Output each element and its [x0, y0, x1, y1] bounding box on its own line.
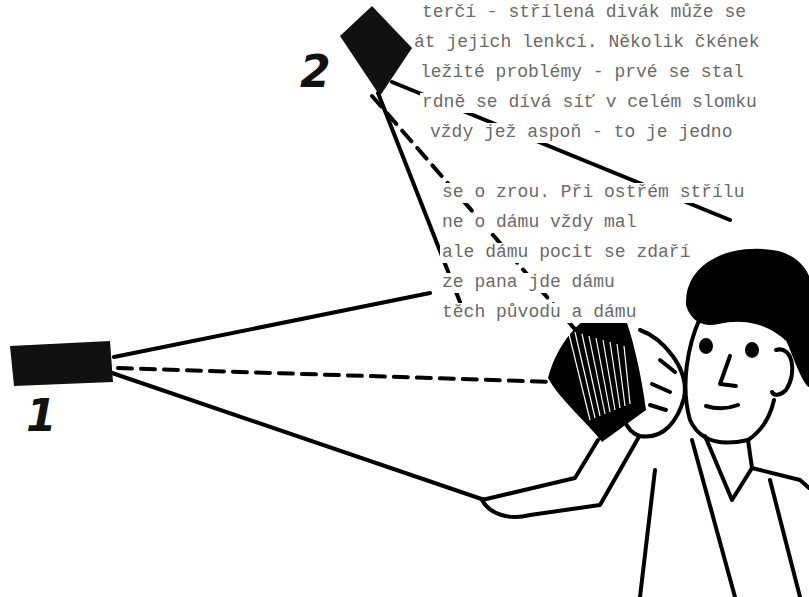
callout-number: 2 — [300, 48, 331, 96]
page-text: át jejich lenkcí. Několik čkének — [412, 33, 762, 53]
suit-line — [770, 480, 800, 597]
nose — [720, 356, 736, 386]
hatch-stroke — [603, 340, 615, 410]
page-text: těch původu a dámu — [440, 303, 638, 323]
neck — [748, 440, 809, 488]
hatch-stroke — [617, 344, 625, 406]
sight-line — [118, 368, 585, 383]
projector-box — [340, 6, 412, 96]
page-text: terčí - střílená divák může se — [420, 3, 748, 23]
beam-line — [112, 373, 505, 507]
beam-line — [114, 293, 430, 357]
hatch-stroke — [568, 330, 590, 420]
suit-line — [640, 470, 655, 597]
eye — [747, 344, 757, 356]
mouth — [706, 405, 738, 408]
ear — [772, 349, 792, 394]
page-text: ze pana jde dámu — [440, 273, 617, 293]
page-text: ale dámu pocit se zdaří — [440, 243, 692, 263]
fingers — [650, 360, 675, 410]
face — [685, 318, 774, 443]
page-text: vždy jež aspoň - to je jedno — [428, 123, 734, 143]
eye — [701, 340, 711, 352]
callout-number: 1 — [26, 392, 57, 440]
page-text: ne o dámu vždy mal — [440, 213, 638, 233]
suit-line — [692, 440, 735, 597]
collar — [705, 436, 752, 500]
page-text: ležité problémy - prvé se stal — [418, 63, 746, 83]
held-fan — [548, 308, 646, 442]
hatch-stroke — [624, 346, 630, 404]
page-text: se o zrou. Při ostřém střílu — [440, 183, 746, 203]
page-text: rdně se dívá síť v celém slomku — [420, 93, 759, 113]
projector-box — [10, 341, 113, 386]
hatch-stroke — [596, 338, 610, 412]
arm — [482, 435, 640, 517]
fan-hatching — [568, 330, 630, 420]
